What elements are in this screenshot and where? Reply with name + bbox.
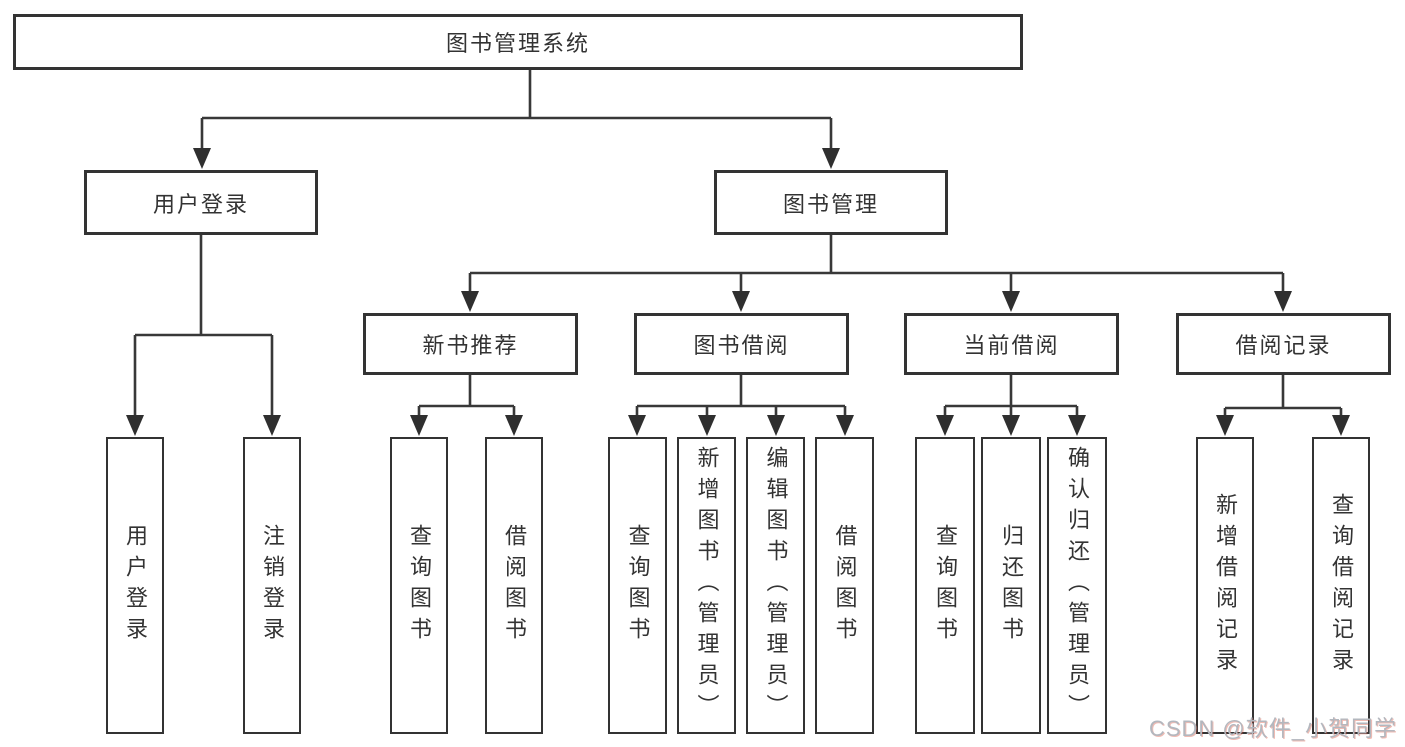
leaf-bb-edit-books-admin-label: 编辑图书（管理员） — [763, 446, 789, 725]
node-book-management: 图书管理 — [714, 170, 948, 235]
leaf-nb-borrow-books-label: 借阅图书 — [502, 523, 527, 648]
node-borrow-records-label: 借阅记录 — [1235, 333, 1332, 358]
node-book-borrowing: 图书借阅 — [634, 313, 849, 375]
leaf-br-add-record: 新增借阅记录 — [1196, 437, 1254, 734]
leaf-bb-borrow-books-label: 借阅图书 — [832, 523, 858, 648]
node-root: 图书管理系统 — [13, 14, 1023, 70]
leaf-user-login: 用户登录 — [106, 437, 164, 734]
node-borrow-records: 借阅记录 — [1176, 313, 1391, 375]
node-user-login: 用户登录 — [84, 170, 318, 235]
leaf-cb-return-books: 归还图书 — [981, 437, 1041, 734]
node-new-book-recommend-label: 新书推荐 — [422, 333, 519, 358]
leaf-logout-label: 注销登录 — [260, 523, 285, 648]
leaf-cb-confirm-return-admin-label: 确认归还（管理员） — [1065, 446, 1090, 725]
leaf-cb-query-books-label: 查询图书 — [933, 523, 958, 648]
leaf-logout: 注销登录 — [243, 437, 301, 734]
node-user-login-label: 用户登录 — [152, 191, 249, 217]
leaf-bb-query-books-label: 查询图书 — [625, 523, 651, 648]
leaf-nb-borrow-books: 借阅图书 — [485, 437, 543, 734]
leaf-br-add-record-label: 新增借阅记录 — [1213, 492, 1238, 679]
leaf-user-login-label: 用户登录 — [123, 523, 148, 648]
csdn-watermark: CSDN @软件_小贺同学 — [1148, 716, 1397, 741]
leaf-nb-query-books: 查询图书 — [390, 437, 448, 734]
leaf-br-query-record: 查询借阅记录 — [1312, 437, 1370, 734]
leaf-bb-edit-books-admin: 编辑图书（管理员） — [746, 437, 805, 734]
leaf-bb-borrow-books: 借阅图书 — [815, 437, 874, 734]
leaf-bb-query-books: 查询图书 — [608, 437, 667, 734]
leaf-cb-query-books: 查询图书 — [915, 437, 975, 734]
node-current-borrowing-label: 当前借阅 — [963, 333, 1060, 358]
leaf-cb-return-books-label: 归还图书 — [999, 523, 1024, 648]
node-new-book-recommend: 新书推荐 — [363, 313, 578, 375]
leaf-br-query-record-label: 查询借阅记录 — [1329, 492, 1354, 679]
leaf-bb-add-books-admin: 新增图书（管理员） — [677, 437, 736, 734]
node-root-label: 图书管理系统 — [445, 31, 590, 56]
leaf-bb-add-books-admin-label: 新增图书（管理员） — [694, 446, 720, 725]
node-book-management-label: 图书管理 — [782, 191, 879, 217]
leaf-nb-query-books-label: 查询图书 — [407, 523, 432, 648]
leaf-cb-confirm-return-admin: 确认归还（管理员） — [1047, 437, 1107, 734]
node-current-borrowing: 当前借阅 — [904, 313, 1119, 375]
node-book-borrowing-label: 图书借阅 — [693, 333, 790, 358]
